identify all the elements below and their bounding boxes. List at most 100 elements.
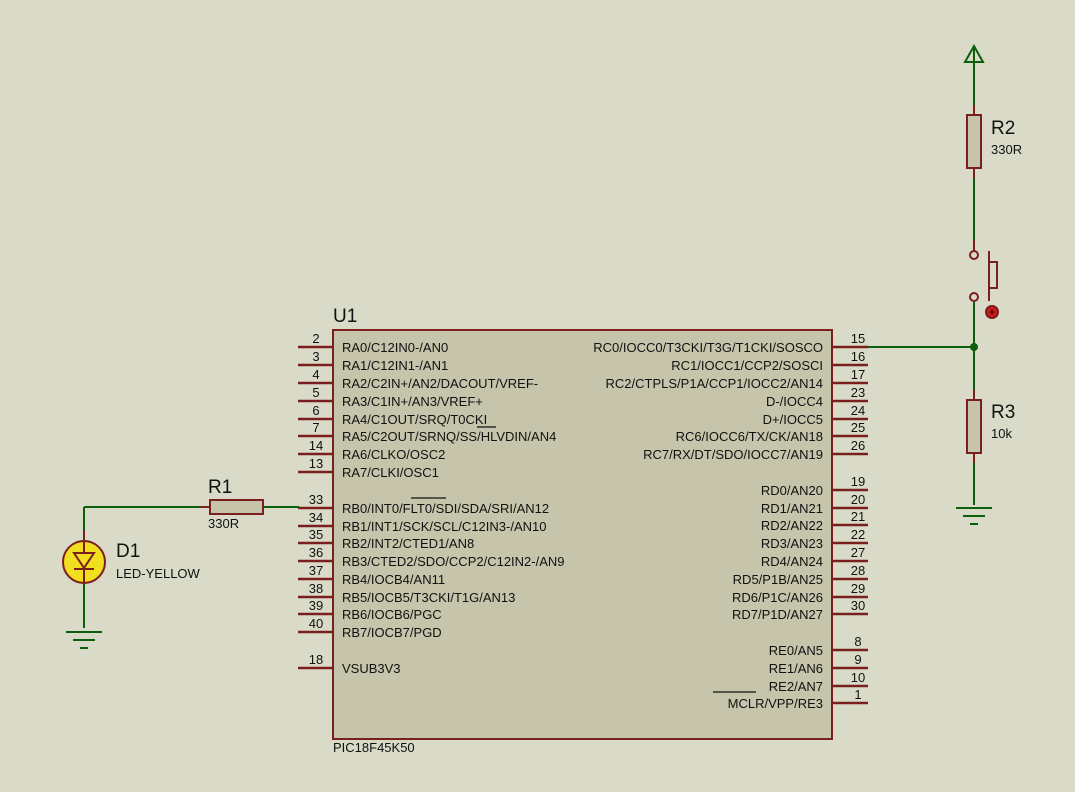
pin-number: 10 bbox=[851, 670, 865, 685]
resistor-r2[interactable]: R2 330R bbox=[966, 105, 1022, 178]
pin-number: 35 bbox=[309, 527, 323, 542]
pin-number: 28 bbox=[851, 563, 865, 578]
pin-label: RA5/C2OUT/SRNQ/SS/HLVDIN/AN4 bbox=[342, 429, 556, 444]
pin-label: RA0/C12IN0-/AN0 bbox=[342, 340, 448, 355]
led-circuit: R1 330R D1 LED-YELLOW bbox=[62, 477, 299, 649]
ground-symbol-r3[interactable] bbox=[956, 507, 992, 525]
button-circuit: R2 330R R3 10k bbox=[868, 43, 1022, 525]
button-contact-bottom bbox=[969, 292, 979, 302]
pin-label: RA4/C1OUT/SRQ/T0CKI bbox=[342, 412, 487, 427]
pin-number: 3 bbox=[312, 349, 319, 364]
pin-number: 29 bbox=[851, 581, 865, 596]
pin-label: RD3/AN23 bbox=[761, 536, 823, 551]
pin-label: RD5/P1B/AN25 bbox=[733, 572, 823, 587]
pin-number: 2 bbox=[312, 331, 319, 346]
u1-body[interactable] bbox=[332, 329, 833, 740]
button-plunger bbox=[988, 261, 998, 289]
led-d1[interactable]: D1 LED-YELLOW bbox=[62, 530, 201, 584]
r3-value-label: 10k bbox=[991, 426, 1012, 441]
pin-number: 30 bbox=[851, 598, 865, 613]
pin-label: RB6/IOCB6/PGC bbox=[342, 607, 442, 622]
pin-label: RA7/CLKI/OSC1 bbox=[342, 465, 439, 480]
pin-number: 26 bbox=[851, 438, 865, 453]
r2-body bbox=[966, 114, 982, 169]
pin-number: 22 bbox=[851, 527, 865, 542]
pin-number: 39 bbox=[309, 598, 323, 613]
r2-ref-label: R2 bbox=[991, 118, 1015, 139]
push-button[interactable] bbox=[969, 240, 999, 319]
junction-dot bbox=[970, 343, 978, 351]
r1-ref-label: R1 bbox=[208, 477, 232, 498]
pin-number: 15 bbox=[851, 331, 865, 346]
ground-symbol-led[interactable] bbox=[66, 631, 102, 649]
u1-part-label: PIC18F45K50 bbox=[333, 740, 415, 755]
pin-number: 36 bbox=[309, 545, 323, 560]
pin-number: 20 bbox=[851, 492, 865, 507]
resistor-r1[interactable]: R1 330R bbox=[200, 477, 264, 531]
pin-number: 18 bbox=[309, 652, 323, 667]
pin-label: RB2/INT2/CTED1/AN8 bbox=[342, 536, 474, 551]
pin-number: 16 bbox=[851, 349, 865, 364]
pin-label: RA2/C2IN+/AN2/DACOUT/VREF- bbox=[342, 376, 538, 391]
button-state-indicator-dot bbox=[990, 310, 994, 314]
r1-body bbox=[209, 499, 264, 515]
power-terminal[interactable] bbox=[963, 43, 985, 105]
u1-microcontroller[interactable]: U1 PIC18F45K50 2RA0/C12IN0-/AN03RA1/C12I… bbox=[298, 306, 868, 755]
pin-number: 1 bbox=[854, 687, 861, 702]
resistor-r3[interactable]: R3 10k bbox=[966, 390, 1015, 463]
pin-label: RA6/CLKO/OSC2 bbox=[342, 447, 445, 462]
pin-label: RD0/AN20 bbox=[761, 483, 823, 498]
pin-number: 37 bbox=[309, 563, 323, 578]
pin-number: 23 bbox=[851, 385, 865, 400]
pin-number: 8 bbox=[854, 634, 861, 649]
pin-number: 34 bbox=[309, 510, 323, 525]
pin-label: RD2/AN22 bbox=[761, 518, 823, 533]
pin-number: 38 bbox=[309, 581, 323, 596]
pin-number: 25 bbox=[851, 420, 865, 435]
pin-number: 7 bbox=[312, 420, 319, 435]
pin-23[interactable]: 23D-/IOCC4 bbox=[766, 385, 868, 409]
pin-label: RB5/IOCB5/T3CKI/T1G/AN13 bbox=[342, 590, 515, 605]
pin-number: 24 bbox=[851, 403, 865, 418]
pin-label: RE0/AN5 bbox=[769, 643, 823, 658]
pin-24[interactable]: 24D+/IOCC5 bbox=[763, 403, 868, 427]
pin-number: 19 bbox=[851, 474, 865, 489]
pin-label: RC2/CTPLS/P1A/CCP1/IOCC2/AN14 bbox=[606, 376, 823, 391]
pin-number: 5 bbox=[312, 385, 319, 400]
r3-ref-label: R3 bbox=[991, 402, 1015, 423]
